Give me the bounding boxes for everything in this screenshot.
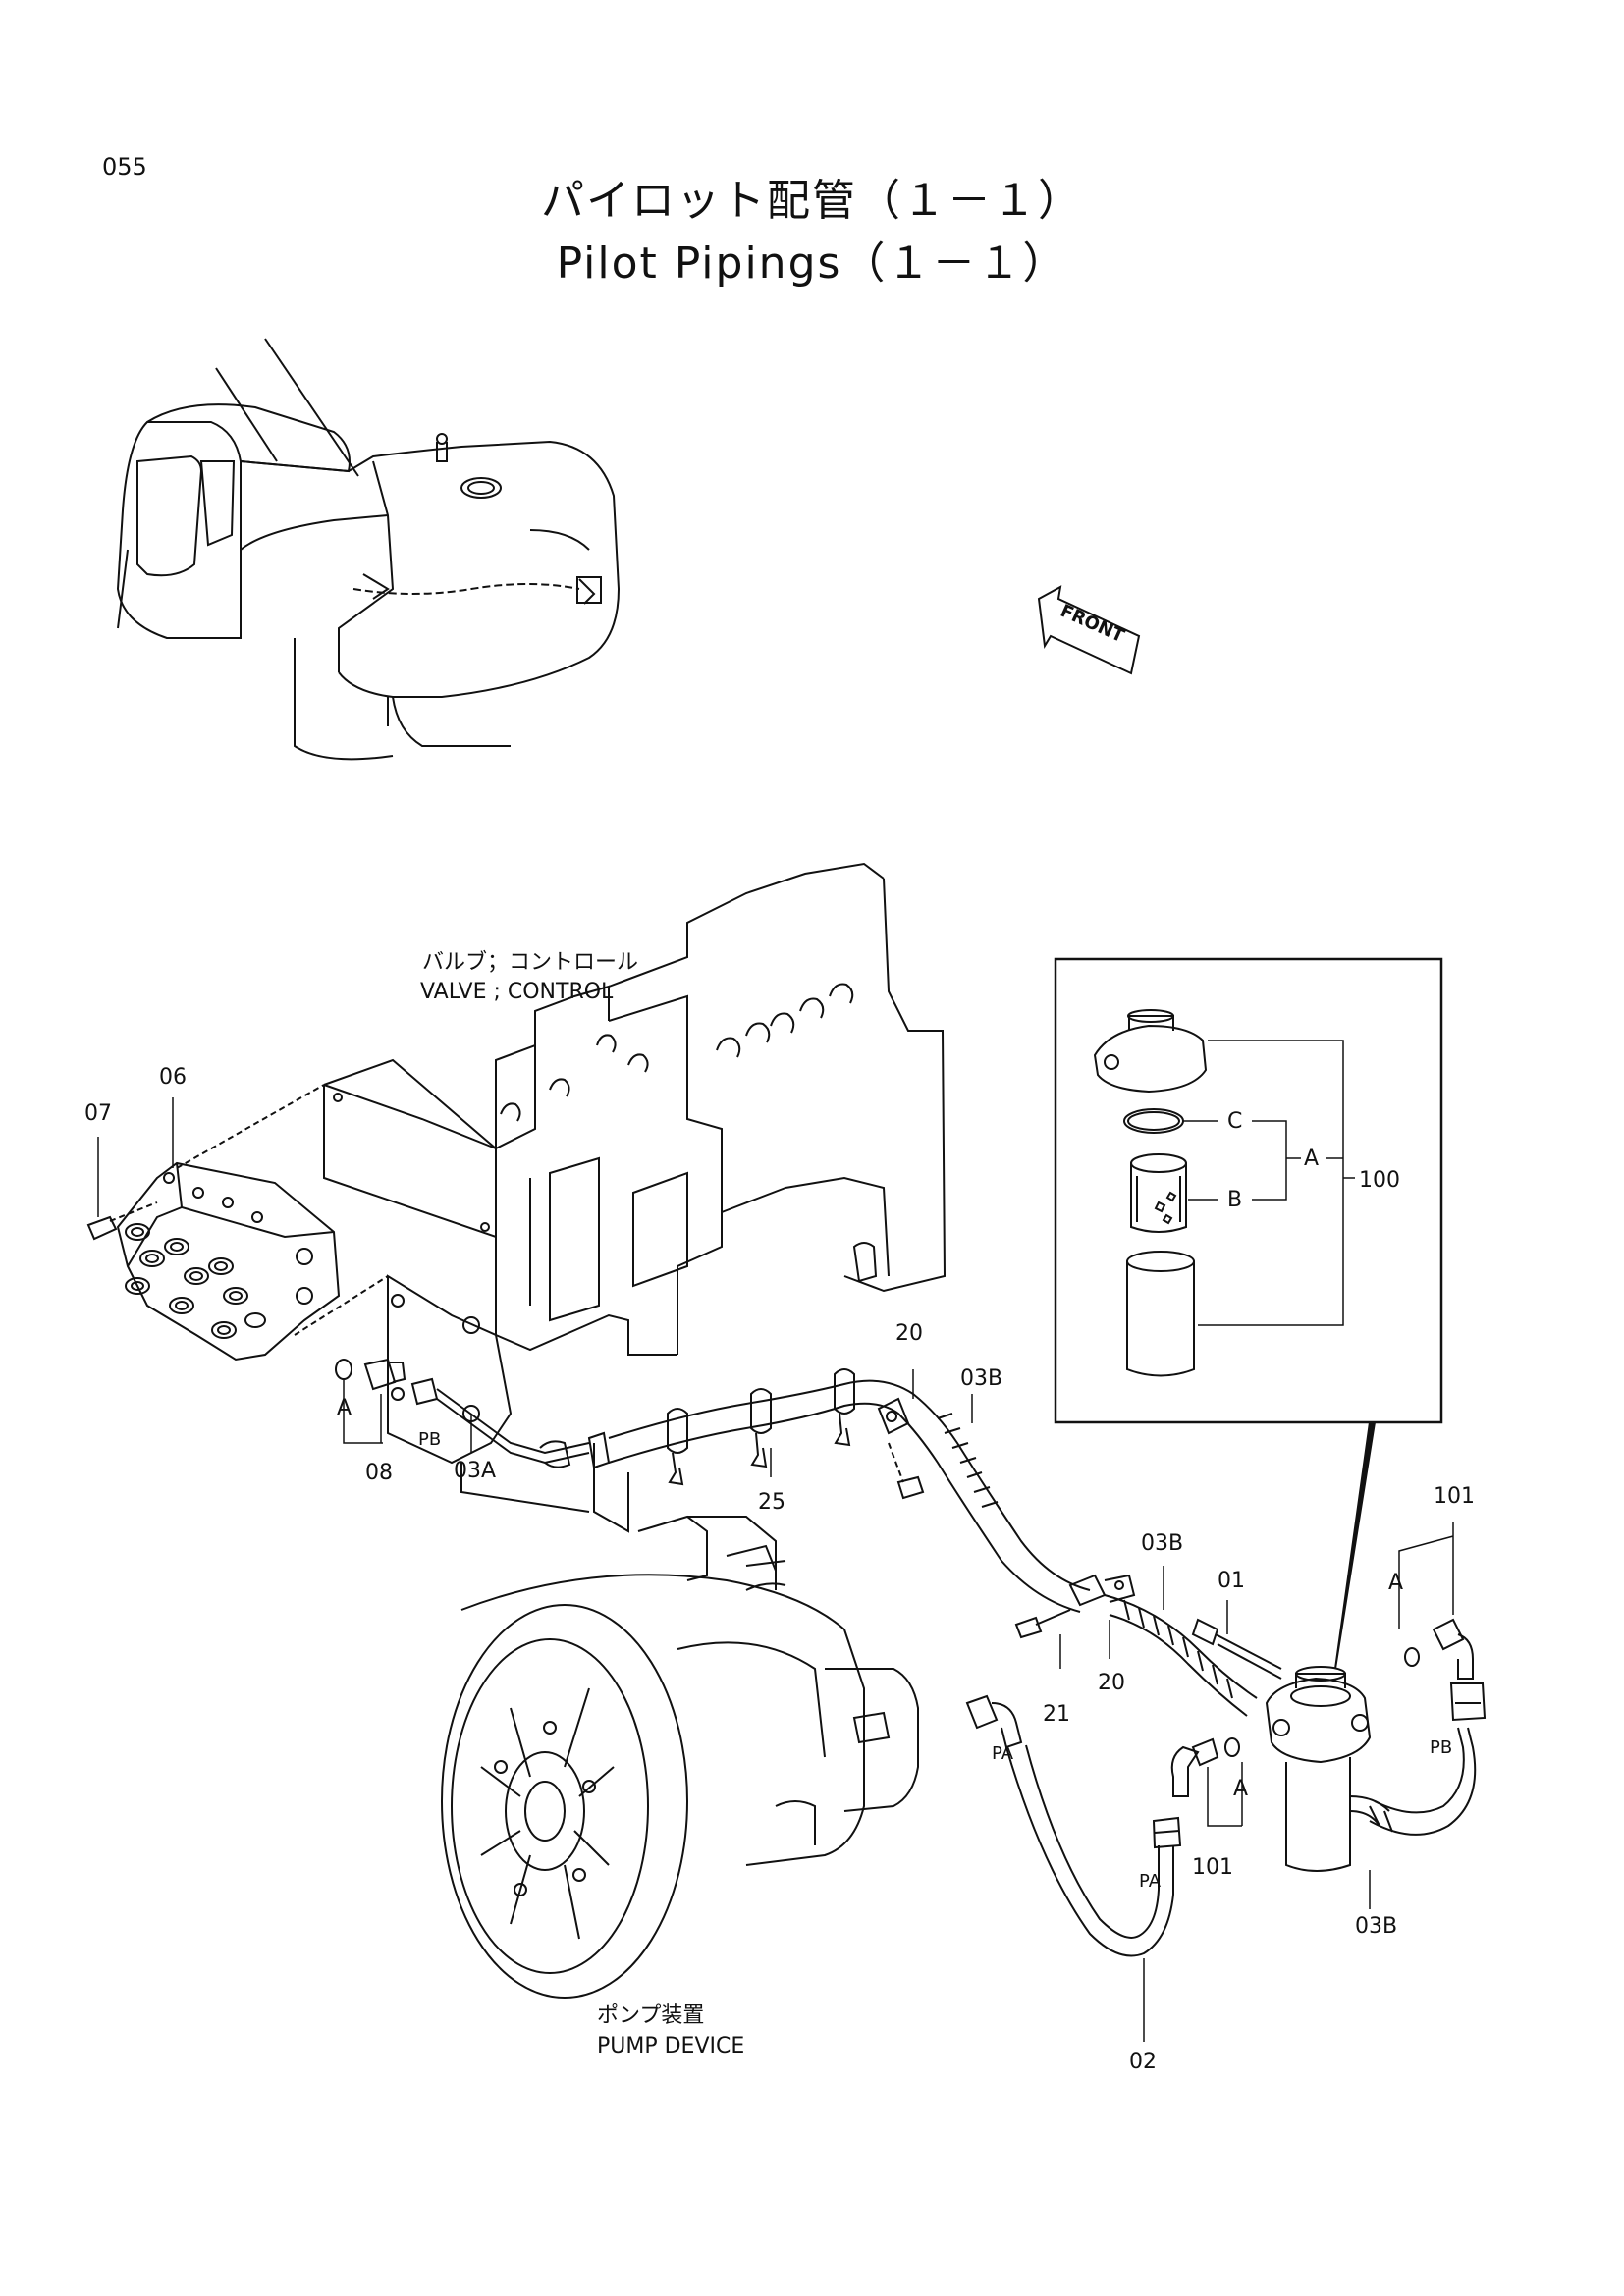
control-valve-name-japanese: バルブ；コントロール [422,950,639,975]
page-title-japanese: パイロット配管（１－１） [541,176,1083,226]
page-title-english: Pilot Pipings（１－１） [556,239,1068,289]
pump-device-name-english: PUMP DEVICE [597,2034,745,2058]
pilot-pipe-03a [412,1379,609,1468]
page-number: 055 [102,153,147,181]
callout-02: 02 [1129,2050,1157,2074]
callout-21: 21 [1043,1702,1070,1727]
callout-03b-mid: 03B [1141,1531,1184,1556]
callout-03b-bottom: 03B [1355,1914,1398,1939]
callout-a-left: A [337,1396,352,1420]
inset-callout-a: A [1304,1147,1320,1171]
callout-101-right: 101 [1434,1484,1475,1509]
inset-callout-b: B [1227,1188,1243,1212]
callout-pa-lower: PA [1139,1871,1162,1892]
inset-callout-c: C [1227,1109,1243,1134]
front-arrow [1039,587,1139,673]
pilot-valve-block-drawing [88,1085,405,1389]
filter-element-inset [1056,959,1441,1669]
callout-06: 06 [159,1065,187,1090]
hose-assembly-upper [609,1369,1090,1612]
callout-101-mid: 101 [1192,1855,1233,1880]
callout-07: 07 [84,1101,112,1126]
control-valve-drawing [324,864,945,1531]
callout-25: 25 [758,1490,785,1515]
pump-device-drawing [442,1517,918,1998]
callout-01: 01 [1218,1569,1245,1593]
inset-callout-100: 100 [1359,1168,1400,1193]
callout-pa-upper: PA [992,1743,1014,1764]
pump-hose-02 [967,1696,1239,1956]
pilot-filter-drawing [1267,1620,1485,1871]
leader-lines [98,1097,1453,2042]
callout-a-mid: A [1233,1777,1249,1801]
callout-20-mid: 20 [1098,1671,1125,1695]
callout-08: 08 [365,1461,393,1485]
pump-device-name-japanese: ポンプ装置 [597,2003,705,2028]
hose-assembly-lower [1016,1575,1281,1716]
callout-03b-top: 03B [960,1366,1003,1391]
callout-a-right: A [1388,1571,1404,1595]
control-valve-name-english: VALVE ; CONTROL [420,980,614,1004]
callout-pb-left: PB [418,1429,442,1450]
callout-20-top: 20 [895,1321,923,1346]
callout-pb-right: PB [1430,1737,1453,1758]
callout-03a: 03A [454,1459,497,1483]
excavator-overview [118,339,619,759]
